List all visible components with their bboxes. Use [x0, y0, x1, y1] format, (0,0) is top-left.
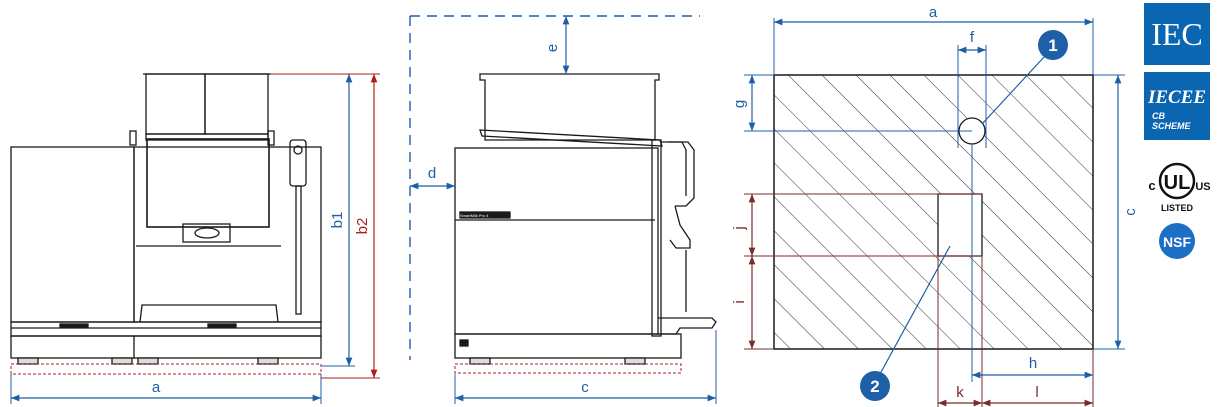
side-body [454, 147, 659, 335]
dim-label-c-plan: c [1122, 208, 1139, 216]
bean-hopper-right [204, 73, 269, 135]
iec-logo: IEC [1144, 3, 1210, 65]
dim-label-l: l [1035, 384, 1038, 401]
footprint-outline [773, 74, 1094, 350]
ul-listed-logo: UL c US LISTED [1148, 162, 1211, 213]
dim-label-g: g [731, 100, 748, 108]
ul-c-text: c [1148, 178, 1155, 193]
nsf-logo: NSF [1159, 223, 1195, 259]
ul-us-text: US [1195, 181, 1210, 193]
drip-tray [10, 321, 322, 337]
nsf-logo-text: NSF [1163, 234, 1191, 250]
dim-label-b2: b2 [354, 218, 371, 235]
dim-label-a-plan: a [929, 4, 938, 21]
dim-label-k: k [956, 384, 964, 401]
dim-label-i: i [731, 300, 748, 303]
dim-label-e: e [544, 44, 561, 52]
iecee-scheme-text: SCHEME [1152, 121, 1192, 131]
marker-1: 1 [1038, 30, 1068, 60]
side-dimensions: c d e [410, 15, 717, 404]
dim-label-c-side: c [581, 379, 589, 396]
plan-dimensions: a c f g h j i k l [731, 4, 1139, 407]
left-cabinet [10, 146, 135, 323]
dim-label-a-front: a [152, 379, 161, 396]
bean-hopper-left [145, 73, 206, 135]
iecee-logo-text: IECEE [1147, 87, 1206, 108]
iecee-logo: IECEE CB SCHEME [1144, 72, 1210, 140]
side-steam-wand [660, 141, 695, 207]
iecee-cb-text: CB [1152, 111, 1165, 121]
dim-label-b1: b1 [329, 212, 346, 229]
side-view [409, 15, 717, 374]
marker-2: 2 [860, 371, 890, 401]
dim-label-d: d [428, 165, 436, 182]
display-screen [146, 138, 270, 228]
dim-label-j: j [731, 226, 748, 230]
dim-label-f: f [970, 29, 975, 46]
dim-label-h: h [1029, 355, 1037, 372]
front-dimensions: a b1 b2 [10, 73, 380, 404]
certification-logos: IEC IECEE CB SCHEME UL c US LISTED NSF [1144, 3, 1211, 259]
ul-mark-text: UL [1164, 172, 1191, 194]
base [10, 335, 322, 359]
footprint-plan [773, 74, 1094, 350]
front-view [10, 73, 322, 375]
iec-logo-text: IEC [1151, 16, 1203, 52]
coffee-outlet [182, 223, 231, 243]
marker-1-label: 1 [1048, 36, 1057, 55]
side-brand-plate: SmartMilk Pro 4 [460, 213, 489, 218]
side-hopper [479, 73, 660, 141]
opening-2 [937, 193, 983, 257]
ul-listed-text: LISTED [1161, 203, 1194, 213]
main-body [133, 146, 322, 323]
marker-2-label: 2 [870, 377, 879, 396]
